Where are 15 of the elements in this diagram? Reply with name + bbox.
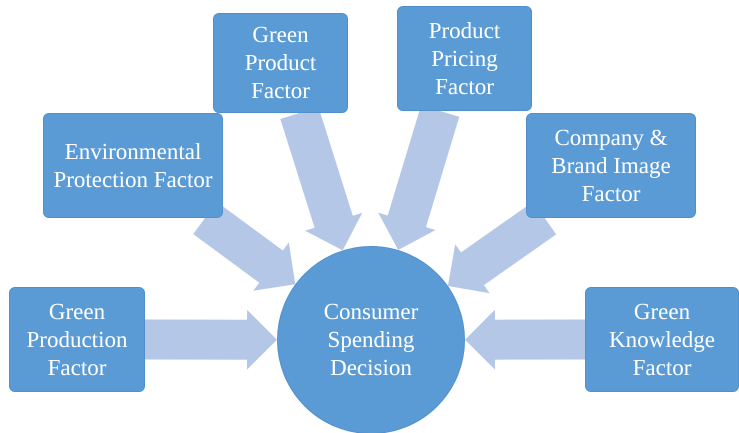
factor-box [397,6,532,111]
factor-label: Environmental Protection Factor [53,138,213,194]
factor-label: Green Knowledge Factor [608,298,716,382]
factor-label: Green Product Factor [244,21,318,105]
block-arrow [145,310,277,370]
decision-label: Consumer Spending Decision [322,298,420,382]
block-arrow [465,310,585,370]
factor-label: Product Pricing Factor [428,16,502,100]
factor-label: Company & Brand Image Factor [550,124,672,208]
factor-box [213,13,348,113]
factor-box [9,287,145,392]
factor-box [43,113,223,218]
factor-label: Green Production Factor [26,298,128,382]
factor-box [585,287,739,392]
factor-box [526,113,696,218]
